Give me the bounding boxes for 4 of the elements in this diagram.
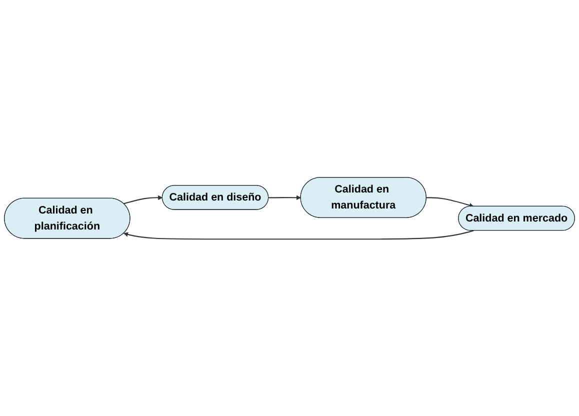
arrow bbox=[426, 196, 474, 208]
arrow bbox=[124, 195, 163, 204]
arrow bbox=[268, 195, 302, 200]
arrow bbox=[124, 230, 474, 240]
